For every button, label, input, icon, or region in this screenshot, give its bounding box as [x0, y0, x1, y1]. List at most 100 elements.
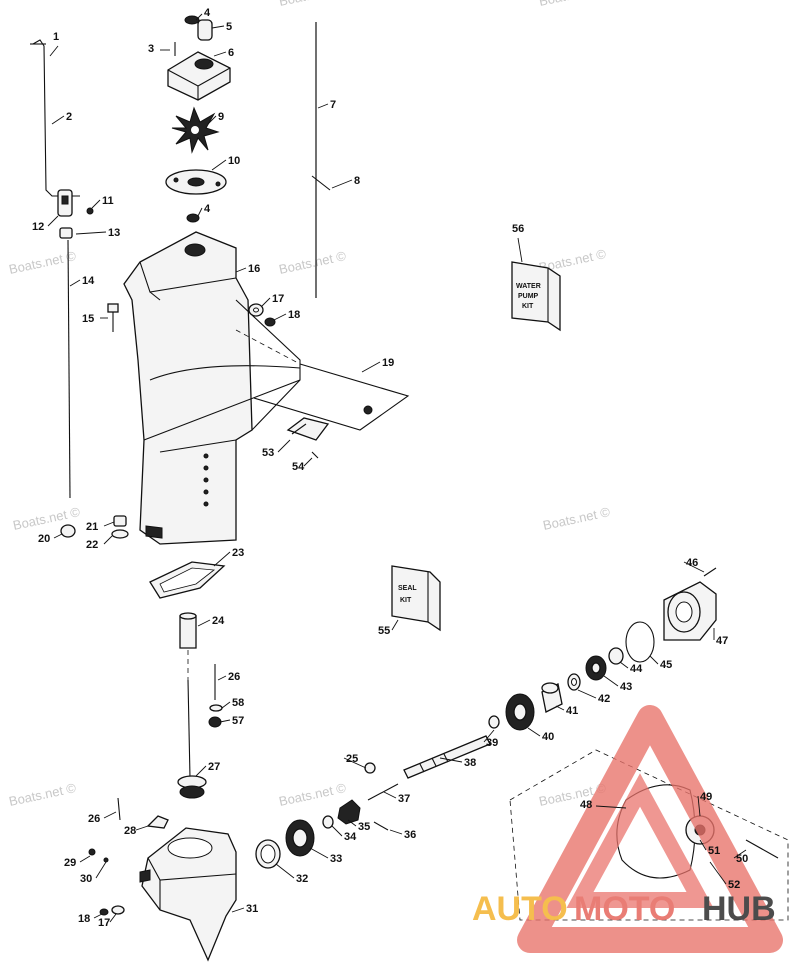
screw-29-30 — [88, 848, 109, 863]
wear-plate — [165, 169, 227, 195]
propeller-shaft-38 — [403, 735, 491, 779]
nut-21 — [113, 515, 127, 527]
propeller-box — [509, 749, 789, 921]
callout-52: 52 — [728, 879, 740, 891]
watermark-0: Boats.net © — [8, 248, 78, 277]
callout-21: 21 — [86, 521, 98, 533]
callout-50: 50 — [736, 853, 748, 865]
callout-leader-30 — [95, 861, 107, 879]
shift-rod-connector — [57, 189, 94, 239]
drive-shaft — [177, 650, 207, 799]
callout-56: 56 — [512, 223, 524, 235]
callout-38: 38 — [464, 757, 476, 769]
callout-37: 37 — [398, 793, 410, 805]
callout-leader-17 — [109, 913, 117, 923]
callout-leader-37 — [383, 791, 397, 799]
callout-20: 20 — [38, 533, 50, 545]
callout-28: 28 — [124, 825, 136, 837]
callout-32: 32 — [296, 873, 308, 885]
callout-26: 26 — [88, 813, 100, 825]
callout-4: 4 — [204, 203, 211, 215]
watermark-8: Boats.net © — [278, 0, 348, 9]
callout-leader-49 — [697, 795, 701, 817]
callout-leader-31 — [231, 907, 245, 913]
callout-leader-29 — [79, 855, 91, 863]
callout-leader-11 — [91, 199, 101, 209]
callout-54: 54 — [292, 461, 305, 473]
callout-12: 12 — [32, 221, 44, 233]
washer-34 — [322, 815, 334, 829]
screw-18 — [264, 317, 276, 327]
callout-19: 19 — [382, 357, 394, 369]
callout-1: 1 — [53, 31, 59, 43]
gasket-4 — [186, 213, 200, 223]
callout-6: 6 — [228, 47, 234, 59]
gasket-23 — [149, 561, 226, 599]
callout-leader-58 — [221, 701, 231, 709]
callout-leader-54 — [303, 457, 313, 467]
callout-31: 31 — [246, 903, 258, 915]
callout-17: 17 — [272, 293, 284, 305]
callout-24: 24 — [212, 615, 225, 627]
clip-28 — [146, 815, 169, 829]
bearing-carrier-47 — [663, 581, 717, 641]
callout-leader-51 — [699, 839, 707, 851]
logo-triangle-inner — [566, 773, 714, 908]
water-pump-kit-box: WATER PUMP KIT — [511, 261, 561, 332]
callout-48: 48 — [580, 799, 592, 811]
callout-25: 25 — [346, 753, 358, 765]
callout-leader-39 — [483, 729, 495, 743]
callout-35: 35 — [358, 821, 370, 833]
watermark-9: Boats.net © — [538, 0, 608, 9]
callout-leader-18 — [273, 313, 287, 321]
callout-leader-28 — [135, 825, 149, 831]
gearcase-housing — [123, 231, 301, 545]
callout-39: 39 — [486, 737, 498, 749]
washer-17 — [248, 303, 264, 317]
callout-leader-5 — [211, 25, 225, 29]
callout-33: 33 — [330, 853, 342, 865]
kit-line-3: KIT — [522, 303, 534, 310]
trim-tab — [286, 417, 330, 459]
callout-leader-26 — [103, 811, 117, 819]
callout-7: 7 — [330, 99, 336, 111]
callout-leader-20 — [53, 533, 63, 539]
callout-leader-43 — [603, 675, 619, 687]
logo-text-hub: HUB — [702, 890, 776, 928]
callout-leader-34 — [331, 825, 343, 837]
reverse-gear-40 — [505, 693, 535, 731]
callout-18: 18 — [78, 913, 90, 925]
callout-leader-6 — [213, 51, 227, 57]
washer-39 — [488, 715, 500, 729]
watermark-5: Boats.net © — [8, 780, 78, 809]
pin-50 — [745, 839, 779, 859]
washer-22 — [111, 529, 129, 539]
callout-leader-19 — [361, 361, 381, 373]
callout-46: 46 — [686, 557, 698, 569]
callout-leader-56 — [517, 237, 523, 263]
pin-37 — [367, 783, 399, 801]
callout-leader-25 — [343, 757, 367, 769]
callout-leader-8 — [331, 179, 353, 189]
callout-8: 8 — [354, 175, 360, 187]
callout-leader-14 — [69, 279, 81, 287]
seal-kit-line-1: SEAL — [398, 585, 417, 592]
callout-leader-40 — [527, 727, 541, 737]
callout-leader-9 — [207, 115, 217, 125]
watermark-6: Boats.net © — [278, 780, 348, 809]
callout-53: 53 — [262, 447, 274, 459]
callout-57: 57 — [232, 715, 244, 727]
callout-leader-42 — [577, 689, 597, 699]
long-stud — [311, 22, 331, 298]
callout-leader-4 — [197, 207, 203, 217]
callout-leader-52 — [709, 861, 727, 885]
callout-45: 45 — [660, 659, 672, 671]
spring-25 — [364, 762, 376, 774]
callout-13: 13 — [108, 227, 120, 239]
callout-47: 47 — [716, 635, 728, 647]
callout-leader-23 — [213, 551, 231, 567]
bushing-41 — [541, 682, 563, 713]
seal-kit-line-2: KIT — [400, 597, 412, 604]
